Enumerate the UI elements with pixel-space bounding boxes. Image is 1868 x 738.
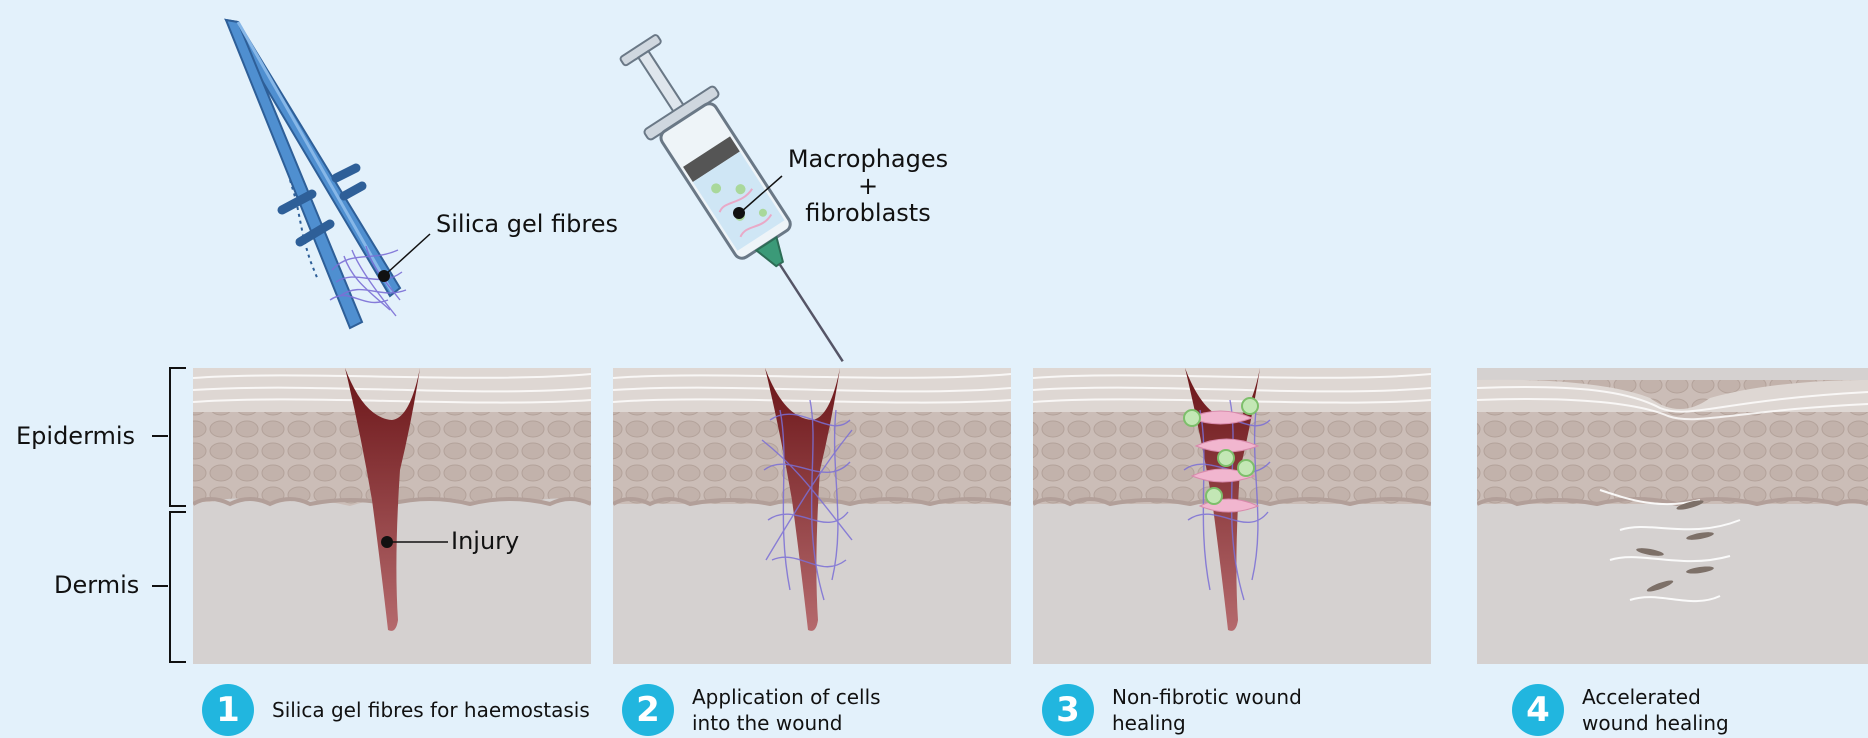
skin-panel-2 (613, 368, 1011, 664)
step-3: 3 Non-fibrotic wound healing (1042, 684, 1302, 736)
plus-label: + (778, 172, 958, 200)
skin-panel-4 (1477, 368, 1868, 664)
step-text: Silica gel fibres for haemostasis (272, 697, 590, 723)
tweezers-icon (226, 20, 400, 328)
epidermis-label: Epidermis (16, 422, 135, 450)
step-number-badge: 3 (1042, 684, 1094, 736)
fibroblasts-label: fibroblasts (778, 199, 958, 227)
silica-label: Silica gel fibres (436, 210, 618, 238)
skin-panel-3 (1033, 368, 1431, 664)
injury-label: Injury (451, 527, 519, 555)
macrophages-label: Macrophages (778, 145, 958, 173)
step-2: 2 Application of cells into the wound (622, 684, 881, 736)
step-number-badge: 2 (622, 684, 674, 736)
step-text: Application of cells into the wound (692, 684, 881, 736)
step-number-badge: 4 (1512, 684, 1564, 736)
step-text: Accelerated wound healing (1582, 684, 1729, 736)
layer-brackets (152, 368, 186, 662)
step-number-badge: 1 (202, 684, 254, 736)
step-1: 1 Silica gel fibres for haemostasis (202, 684, 590, 736)
step-text: Non-fibrotic wound healing (1112, 684, 1302, 736)
skin-panel-1 (193, 364, 591, 664)
dermis-label: Dermis (54, 571, 139, 599)
step-4: 4 Accelerated wound healing (1512, 684, 1729, 736)
